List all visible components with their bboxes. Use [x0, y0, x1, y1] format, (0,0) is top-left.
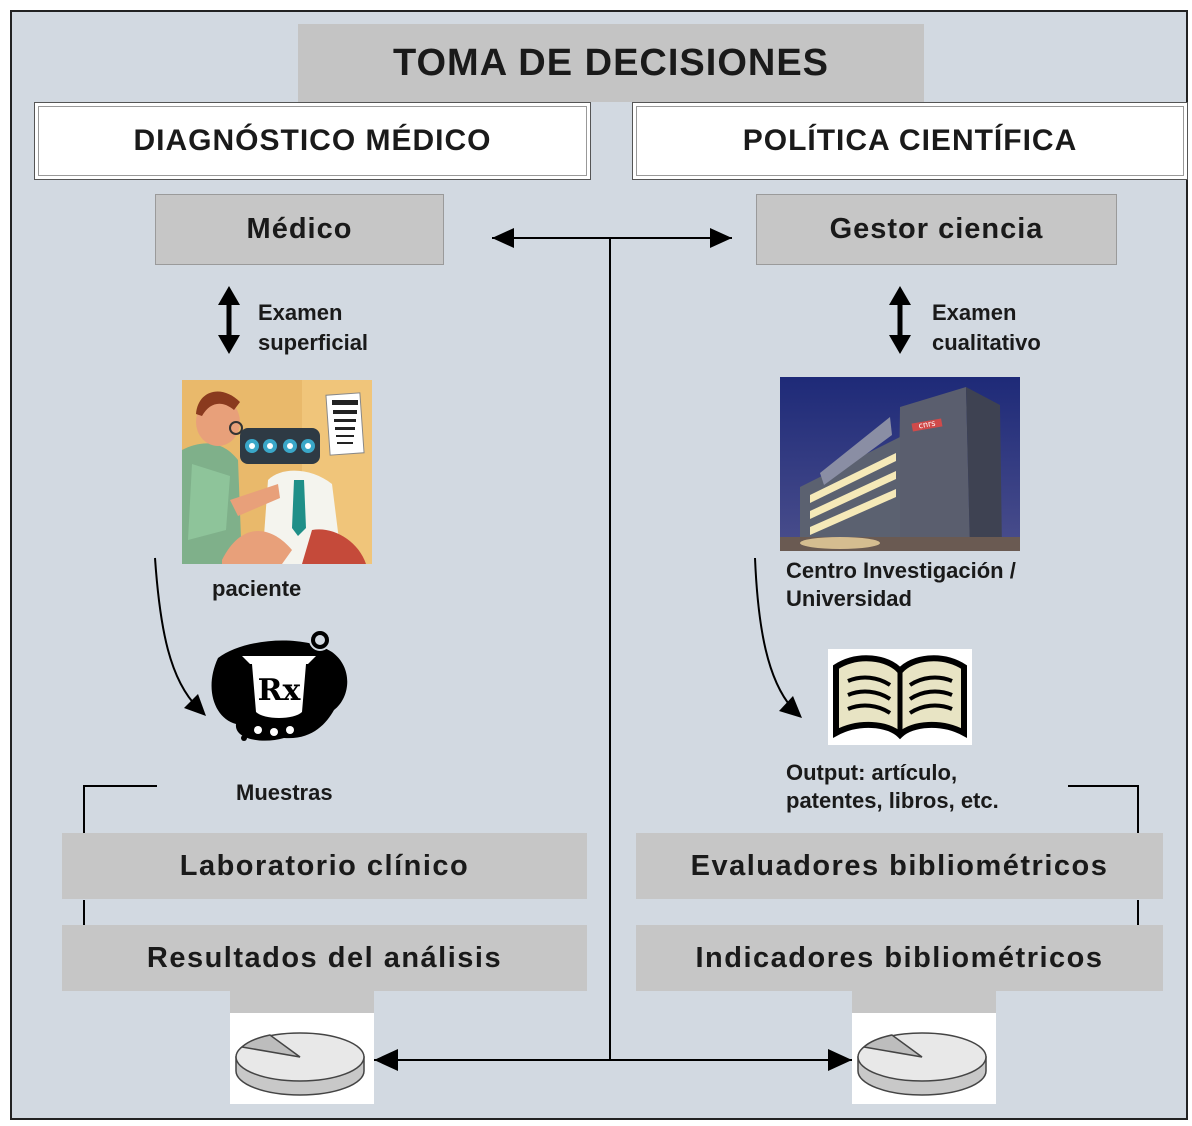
pie-chart-icon [230, 1013, 374, 1104]
arrow-right-icon [828, 1049, 852, 1071]
right-tab [852, 991, 996, 1013]
arrow-left-icon [492, 228, 514, 248]
box-evaluadores-bibliometricos: Evaluadores bibliométricos [636, 833, 1163, 899]
output-label-1: Output: artículo, [786, 760, 958, 785]
arrow-left-icon [374, 1049, 398, 1071]
samples-label: Muestras [236, 780, 333, 805]
actor-medico: Médico [155, 194, 444, 265]
output-label-2: patentes, libros, etc. [786, 788, 999, 813]
open-book-icon [828, 649, 972, 745]
doctor-illustration [182, 380, 372, 564]
updown-arrow-icon [889, 286, 911, 305]
left-header: DIAGNÓSTICO MÉDICO [34, 102, 591, 180]
updown-arrow-icon [218, 286, 240, 305]
pie-chart-icon [852, 1013, 996, 1104]
right-header: POLÍTICA CIENTÍFICA [632, 102, 1188, 180]
right-exam-label-2: cualitativo [932, 330, 1041, 355]
mortar-pestle-rx-icon: Rx [211, 629, 348, 741]
arrow-right-icon [710, 228, 732, 248]
svg-text:Rx: Rx [258, 673, 302, 708]
research-center-label-2: Universidad [786, 586, 912, 611]
curved-arrow-icon [184, 694, 206, 716]
box-resultados-analisis: Resultados del análisis [62, 925, 587, 991]
left-exam-label-1: Examen [258, 300, 343, 325]
box-indicadores-bibliometricos: Indicadores bibliométricos [636, 925, 1163, 991]
diagram-title: TOMA DE DECISIONES [298, 24, 924, 102]
right-exam-label-1: Examen [932, 300, 1017, 325]
left-exam-label-2: superficial [258, 330, 369, 355]
box-laboratorio-clinico: Laboratorio clínico [62, 833, 587, 899]
actor-gestor-ciencia: Gestor ciencia [756, 194, 1117, 265]
research-center-label-1: Centro Investigación / [786, 558, 1016, 583]
svg-text:cnrs: cnrs [918, 419, 936, 431]
patient-label: paciente [212, 576, 302, 601]
left-tab [230, 991, 374, 1013]
curved-arrow-icon [779, 696, 802, 718]
research-building-photo: cnrs [780, 377, 1020, 551]
